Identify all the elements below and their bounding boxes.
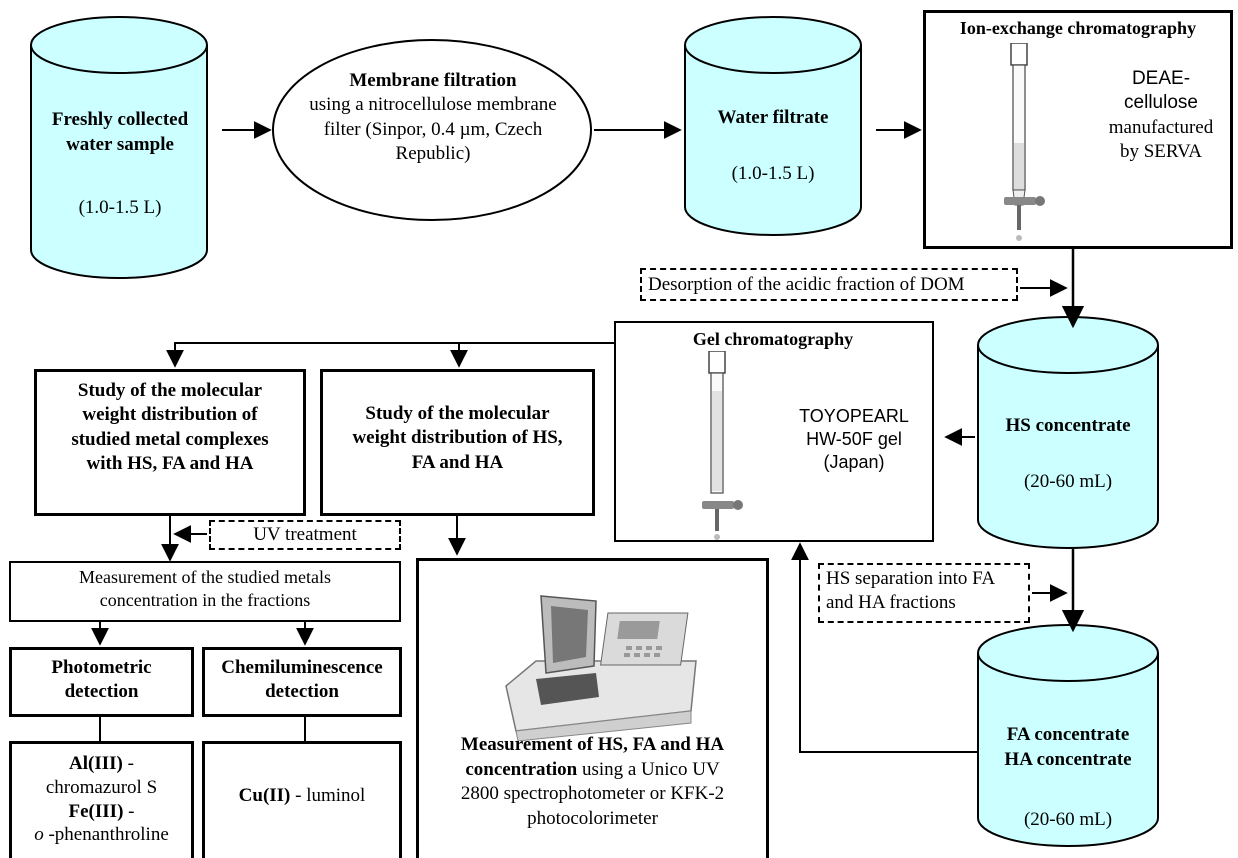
al-fe-box: Al(III) - chromazurol S Fe(III) - o -phe…: [9, 741, 194, 858]
gel-desc: TOYOPEARL HW-50F gel (Japan): [799, 406, 909, 473]
study-metal-box: Study of the molecular weight distributi…: [34, 369, 306, 516]
cu-text: Cu(II) - luminol: [238, 785, 366, 806]
uv-treatment-label: UV treatment: [209, 520, 401, 550]
fresh-sample-title: Freshly collected water sample: [51, 109, 189, 155]
gel-chromatography-box: Gel chromatography TOYOPEARL HW-50F gel …: [614, 321, 934, 542]
cylinder-hs-concentrate: [977, 316, 1159, 549]
spectrophotometer-icon: [505, 595, 697, 741]
measure-hs-box: Measurement of HS, FA and HA concentrati…: [416, 558, 769, 858]
chromatography-column-icon: [1004, 43, 1045, 241]
fresh-sample-volume: (1.0-1.5 L): [78, 197, 162, 218]
ion-exchange-desc: DEAE-cellulose manufactured by SERVA: [1108, 68, 1214, 162]
hs-separation-label: HS separation into FA and HA fractions: [818, 563, 1030, 623]
study-hs-text: Study of the molecular weight distributi…: [352, 403, 563, 473]
gel-title: Gel chromatography: [692, 329, 854, 349]
membrane-title: Membrane filtration: [349, 70, 517, 91]
membrane-ellipse: [272, 39, 592, 221]
measure-metals-text: Measurement of the studied metals concen…: [79, 567, 331, 611]
study-hs-box: Study of the molecular weight distributi…: [320, 369, 595, 516]
gel-column-icon: [702, 351, 743, 540]
desorption-label: Desorption of the acidic fraction of DOM: [640, 268, 1018, 301]
fa-ha-volume: (20-60 mL): [1023, 809, 1113, 830]
membrane-desc: using a nitrocellulose membrane filter (…: [309, 94, 557, 164]
water-filtrate-title: Water filtrate: [717, 107, 829, 128]
measure-hs-text: Measurement of HS, FA and HA concentrati…: [460, 734, 725, 830]
cylinder-water-filtrate: [684, 16, 862, 236]
fresh-sample-label: Freshly collected water sample: [36, 108, 204, 157]
hs-concentrate-volume: (20-60 mL): [1023, 471, 1113, 492]
hs-concentrate-title: HS concentrate: [1005, 415, 1131, 436]
photometric-box: Photometric detection: [9, 647, 194, 717]
ion-exchange-box: Ion-exchange chromatography DEAE-cellulo…: [923, 10, 1233, 249]
photometric-text: Photometric detection: [51, 657, 152, 703]
cylinder-fa-ha-concentrate: [977, 624, 1159, 847]
water-filtrate-volume: (1.0-1.5 L): [731, 163, 815, 184]
study-metal-text: Study of the molecular weight distributi…: [71, 380, 269, 474]
chemilum-text: Chemiluminescence detection: [221, 657, 383, 703]
measure-metals-box: Measurement of the studied metals concen…: [9, 561, 401, 622]
membrane-label: Membrane filtration using a nitrocellulo…: [298, 69, 568, 166]
chemiluminescence-box: Chemiluminescence detection: [202, 647, 402, 717]
fa-ha-label: FA concentrate HA concentrate: [1004, 724, 1132, 770]
al-fe-text: Al(III) - chromazurol S Fe(III) - o -phe…: [34, 753, 169, 846]
cu-box: Cu(II) - luminol: [202, 741, 402, 858]
cylinder-fresh-sample: [30, 16, 208, 279]
ion-exchange-title: Ion-exchange chromatography: [959, 18, 1197, 38]
